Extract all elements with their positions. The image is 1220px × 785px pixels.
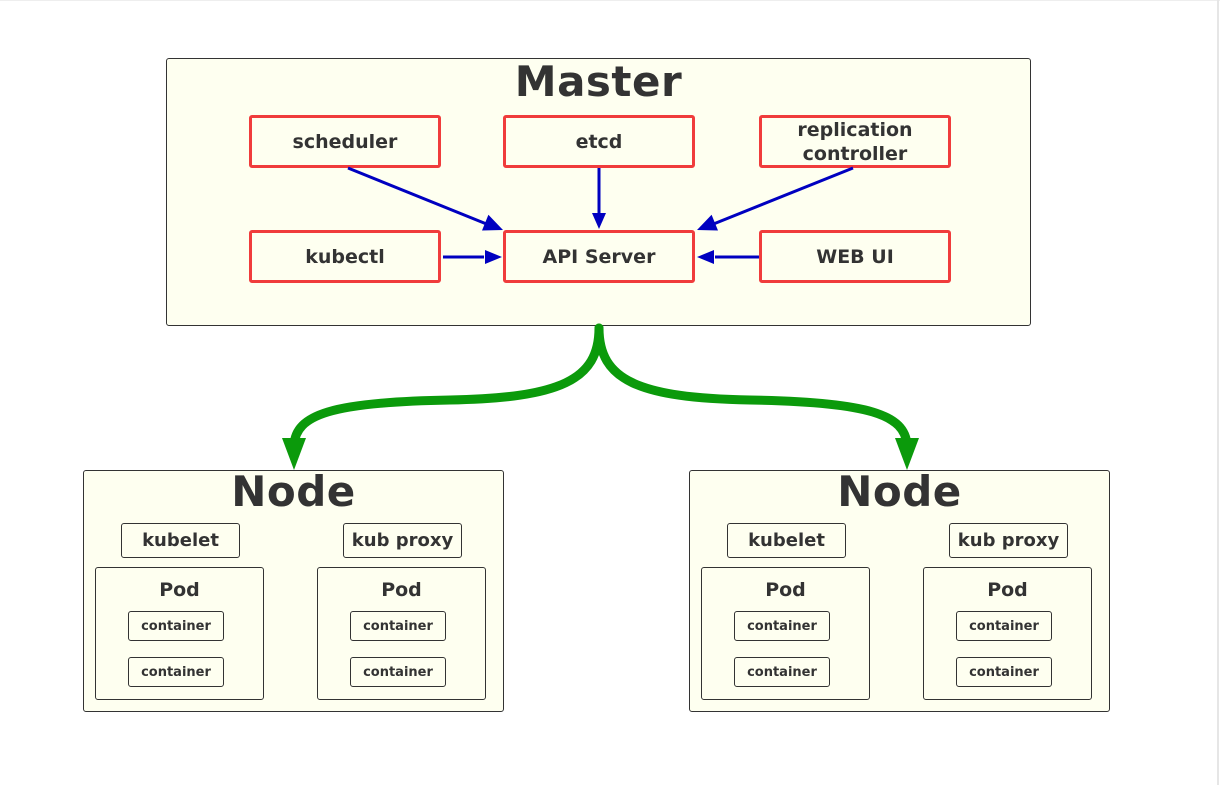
api-server-box: API Server bbox=[503, 230, 695, 283]
arrow-scheduler-to-api bbox=[347, 166, 490, 227]
api-server-label: API Server bbox=[542, 245, 656, 268]
container-box: container bbox=[734, 611, 830, 641]
link-master-to-node-2 bbox=[594, 323, 912, 450]
right-edge-line bbox=[1217, 0, 1219, 785]
replication-controller-label: replication controller bbox=[797, 118, 913, 165]
top-edge-line bbox=[0, 0, 1220, 1]
arrowhead-scheduler bbox=[482, 214, 503, 231]
node-panel-1: Node kubelet kub proxy Pod container con… bbox=[83, 467, 504, 712]
scheduler-label: scheduler bbox=[292, 130, 398, 153]
container-label: container bbox=[747, 618, 817, 634]
arrowhead-etcd bbox=[592, 213, 606, 229]
container-label: container bbox=[363, 618, 433, 634]
pod-2-2: Pod container container bbox=[923, 567, 1092, 700]
container-box: container bbox=[956, 611, 1052, 641]
master-title: Master bbox=[514, 57, 683, 106]
link-master-to-node-1 bbox=[289, 323, 604, 450]
kubelet-label-2: kubelet bbox=[748, 530, 825, 551]
container-label: container bbox=[969, 618, 1039, 634]
pod-title: Pod bbox=[987, 579, 1028, 601]
pod-2-1: Pod container container bbox=[701, 567, 870, 700]
pod-title: Pod bbox=[381, 579, 422, 601]
arrowhead-replication bbox=[697, 214, 718, 231]
kub-proxy-box-1: kub proxy bbox=[343, 523, 462, 558]
kubectl-label: kubectl bbox=[305, 245, 385, 268]
container-box: container bbox=[734, 657, 830, 687]
etcd-label: etcd bbox=[575, 130, 623, 153]
pod-title: Pod bbox=[765, 579, 806, 601]
pod-title: Pod bbox=[159, 579, 200, 601]
arrowhead-kubectl bbox=[485, 250, 502, 264]
container-label: container bbox=[969, 664, 1039, 680]
container-label: container bbox=[363, 664, 433, 680]
container-label: container bbox=[141, 618, 211, 634]
node-panel-2: Node kubelet kub proxy Pod container con… bbox=[689, 467, 1110, 712]
web-ui-box: WEB UI bbox=[759, 230, 951, 283]
arrow-replication-to-api bbox=[710, 166, 854, 227]
replication-controller-box: replication controller bbox=[759, 115, 951, 168]
kub-proxy-label-2: kub proxy bbox=[957, 530, 1060, 551]
kubelet-box-1: kubelet bbox=[121, 523, 240, 558]
kubelet-label-1: kubelet bbox=[142, 530, 219, 551]
container-box: container bbox=[350, 657, 446, 687]
node-title-2: Node bbox=[837, 467, 962, 516]
container-box: container bbox=[350, 611, 446, 641]
kub-proxy-label-1: kub proxy bbox=[351, 530, 454, 551]
arrowhead-node-2 bbox=[895, 438, 919, 470]
kubelet-box-2: kubelet bbox=[727, 523, 846, 558]
container-box: container bbox=[128, 611, 224, 641]
container-box: container bbox=[956, 657, 1052, 687]
web-ui-label: WEB UI bbox=[816, 245, 894, 268]
node-title-1: Node bbox=[231, 467, 356, 516]
container-label: container bbox=[141, 664, 211, 680]
container-label: container bbox=[747, 664, 817, 680]
pod-1-1: Pod container container bbox=[95, 567, 264, 700]
scheduler-box: scheduler bbox=[249, 115, 441, 168]
kubectl-box: kubectl bbox=[249, 230, 441, 283]
kub-proxy-box-2: kub proxy bbox=[949, 523, 1068, 558]
arrowhead-webui bbox=[697, 250, 714, 264]
pod-1-2: Pod container container bbox=[317, 567, 486, 700]
container-box: container bbox=[128, 657, 224, 687]
etcd-box: etcd bbox=[503, 115, 695, 168]
arrowhead-node-1 bbox=[282, 438, 306, 470]
